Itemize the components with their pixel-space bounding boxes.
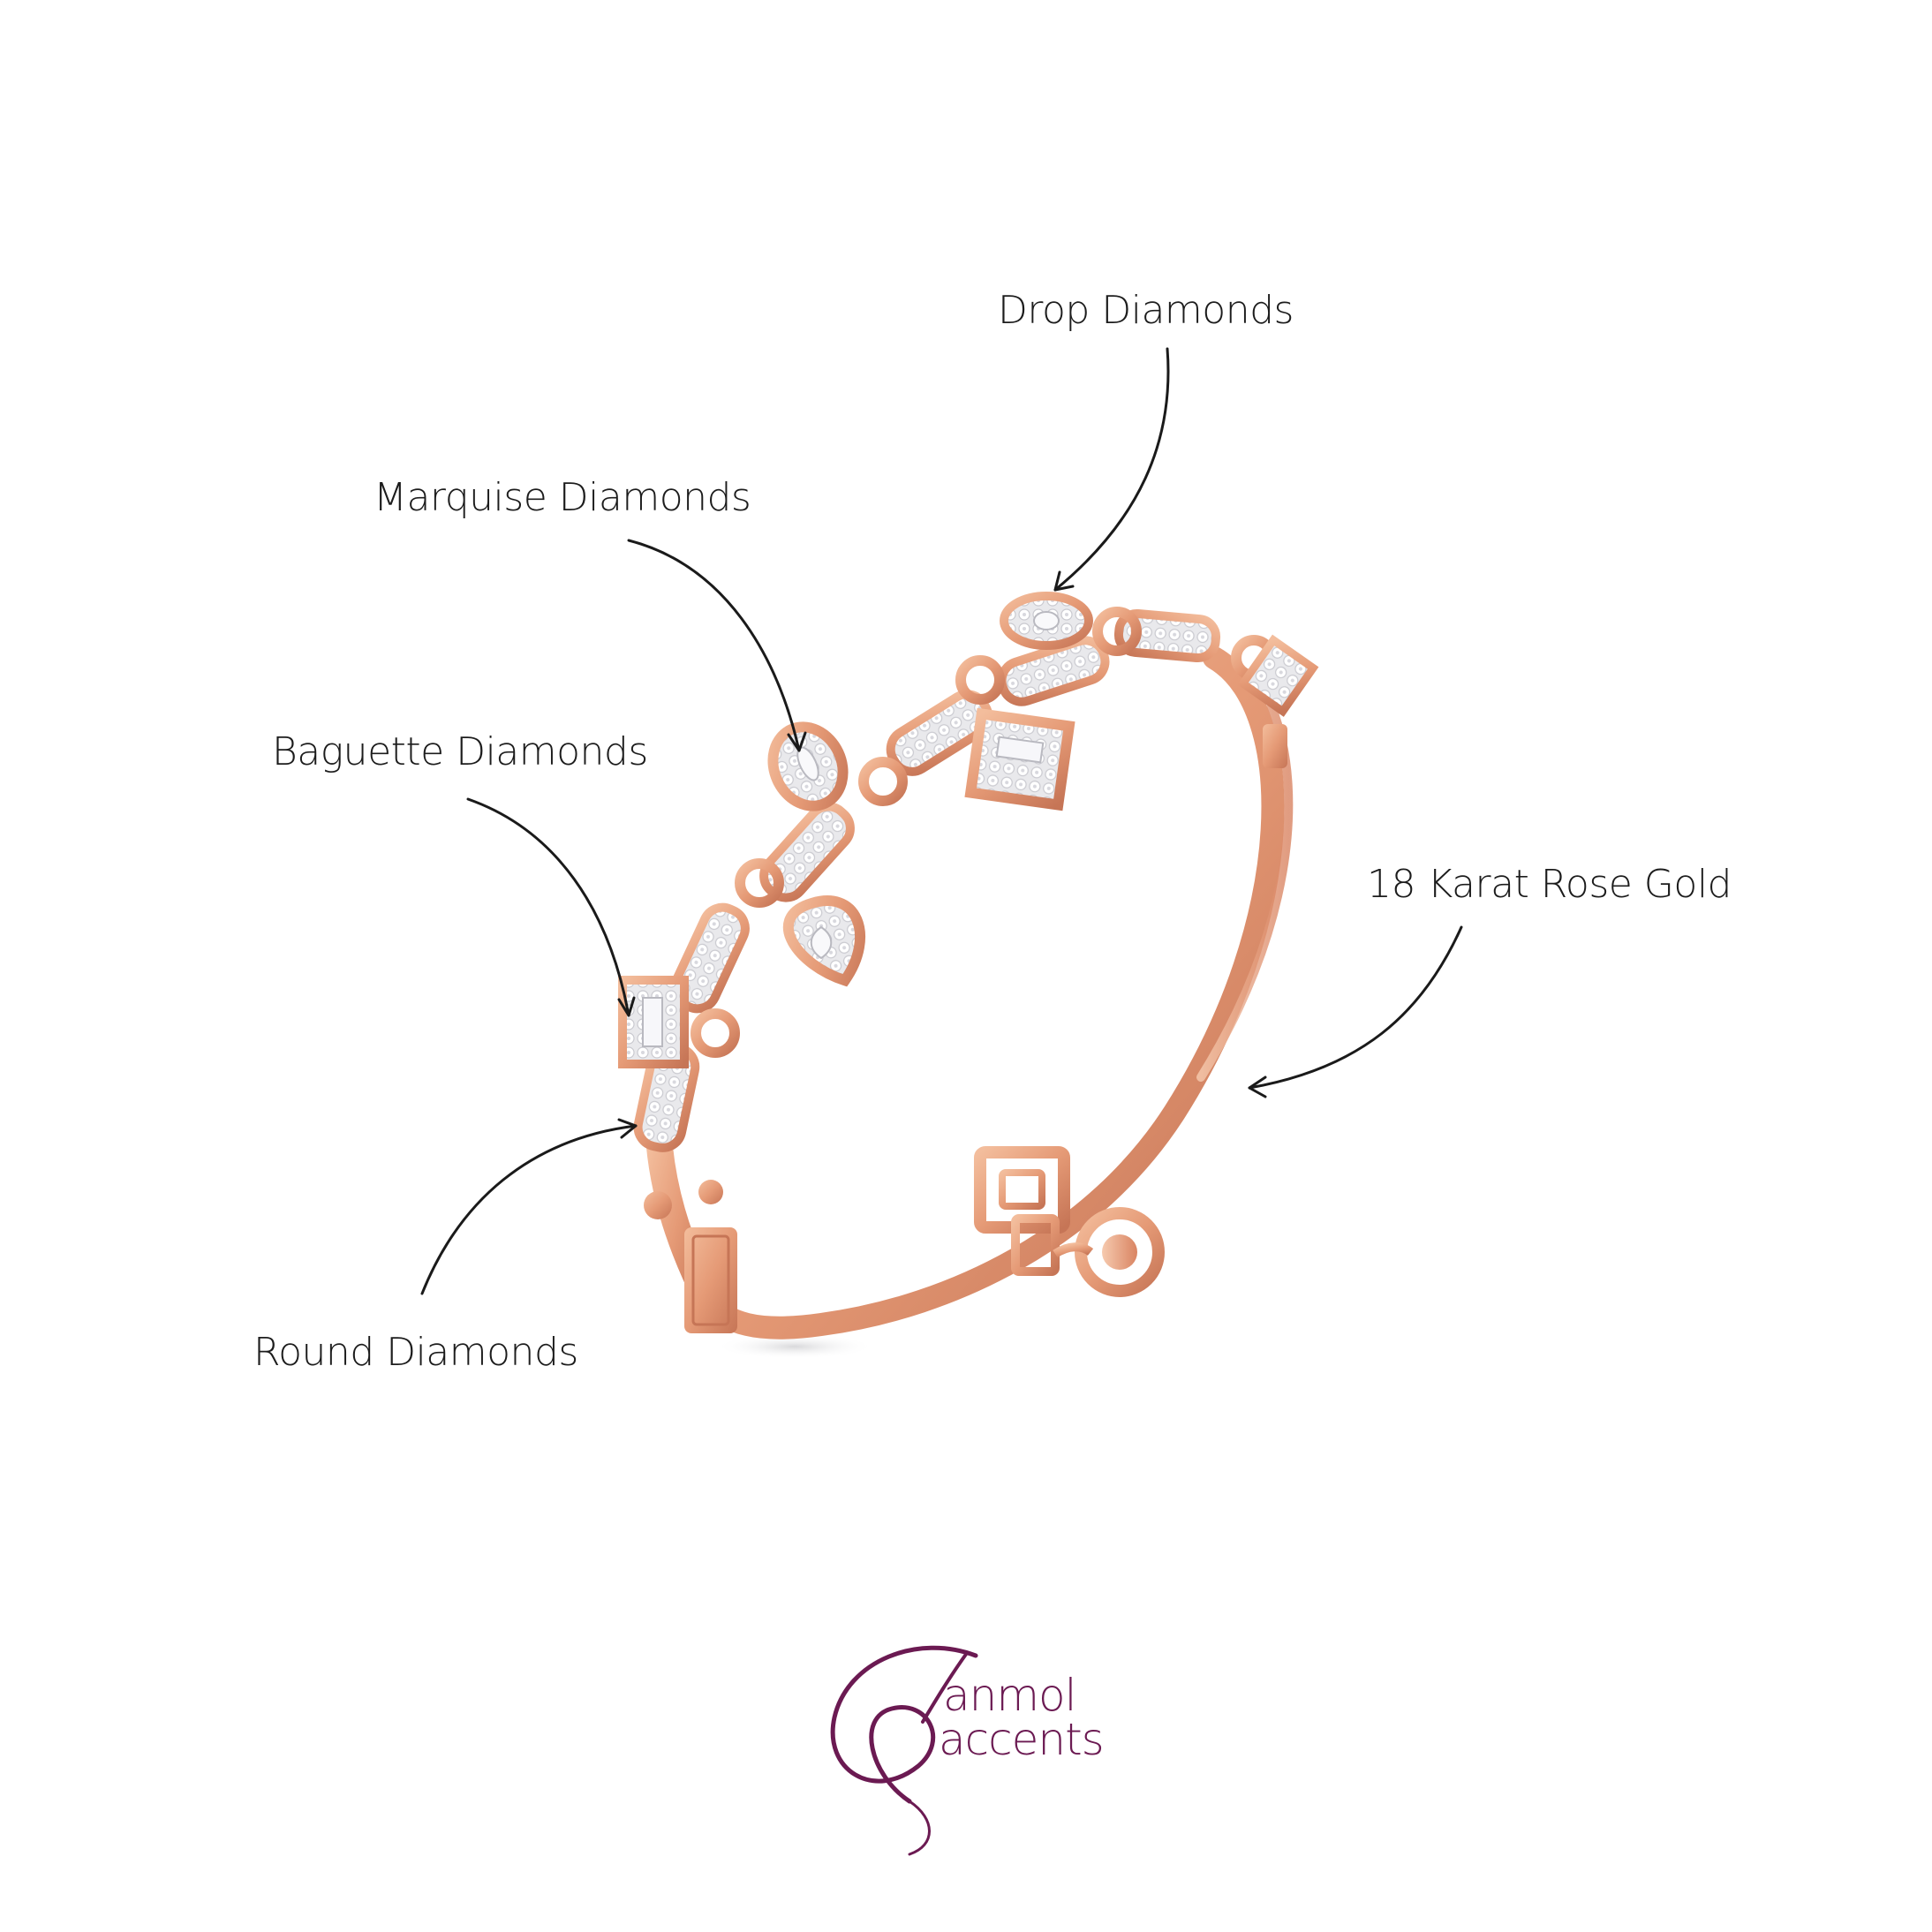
rose-gold-band: [695, 646, 1285, 1340]
arrow-marquise-diamonds: [627, 539, 801, 752]
connector-rings: [691, 607, 1277, 1058]
arrow-baguette-diamonds: [466, 797, 630, 1017]
top-drop-charm: [1000, 592, 1093, 650]
pointer-arrows: [420, 347, 1463, 1295]
right-charm: [1237, 634, 1319, 717]
marquise-charm: [767, 721, 849, 811]
pave-links: [633, 608, 1221, 1152]
clasp-box: [684, 1227, 737, 1333]
brand-name-line2: accents: [939, 1714, 1105, 1765]
band-hinge: [1263, 724, 1287, 768]
label-round-diamonds: Round Diamonds: [253, 1330, 578, 1375]
label-baguette-diamonds: Baguette Diamonds: [272, 729, 648, 774]
clasp-button: [644, 1191, 672, 1219]
bottom-charms: [974, 1146, 1165, 1297]
brand-name-line1: anmol: [943, 1670, 1077, 1721]
square-charm: [964, 707, 1075, 811]
label-rose-gold: 18 Karat Rose Gold: [1367, 862, 1732, 907]
baguette-charm: [618, 976, 689, 1068]
drop-charm: [782, 895, 865, 987]
arrow-drop-diamonds: [1053, 347, 1170, 592]
brand-logo-mark: [830, 1645, 978, 1856]
label-drop-diamonds: Drop Diamonds: [998, 288, 1294, 333]
label-marquise-diamonds: Marquise Diamonds: [374, 475, 751, 520]
bracelet-shadow: [715, 1334, 874, 1359]
arrow-round-diamonds: [420, 1124, 638, 1295]
arrow-rose-gold: [1248, 925, 1463, 1090]
